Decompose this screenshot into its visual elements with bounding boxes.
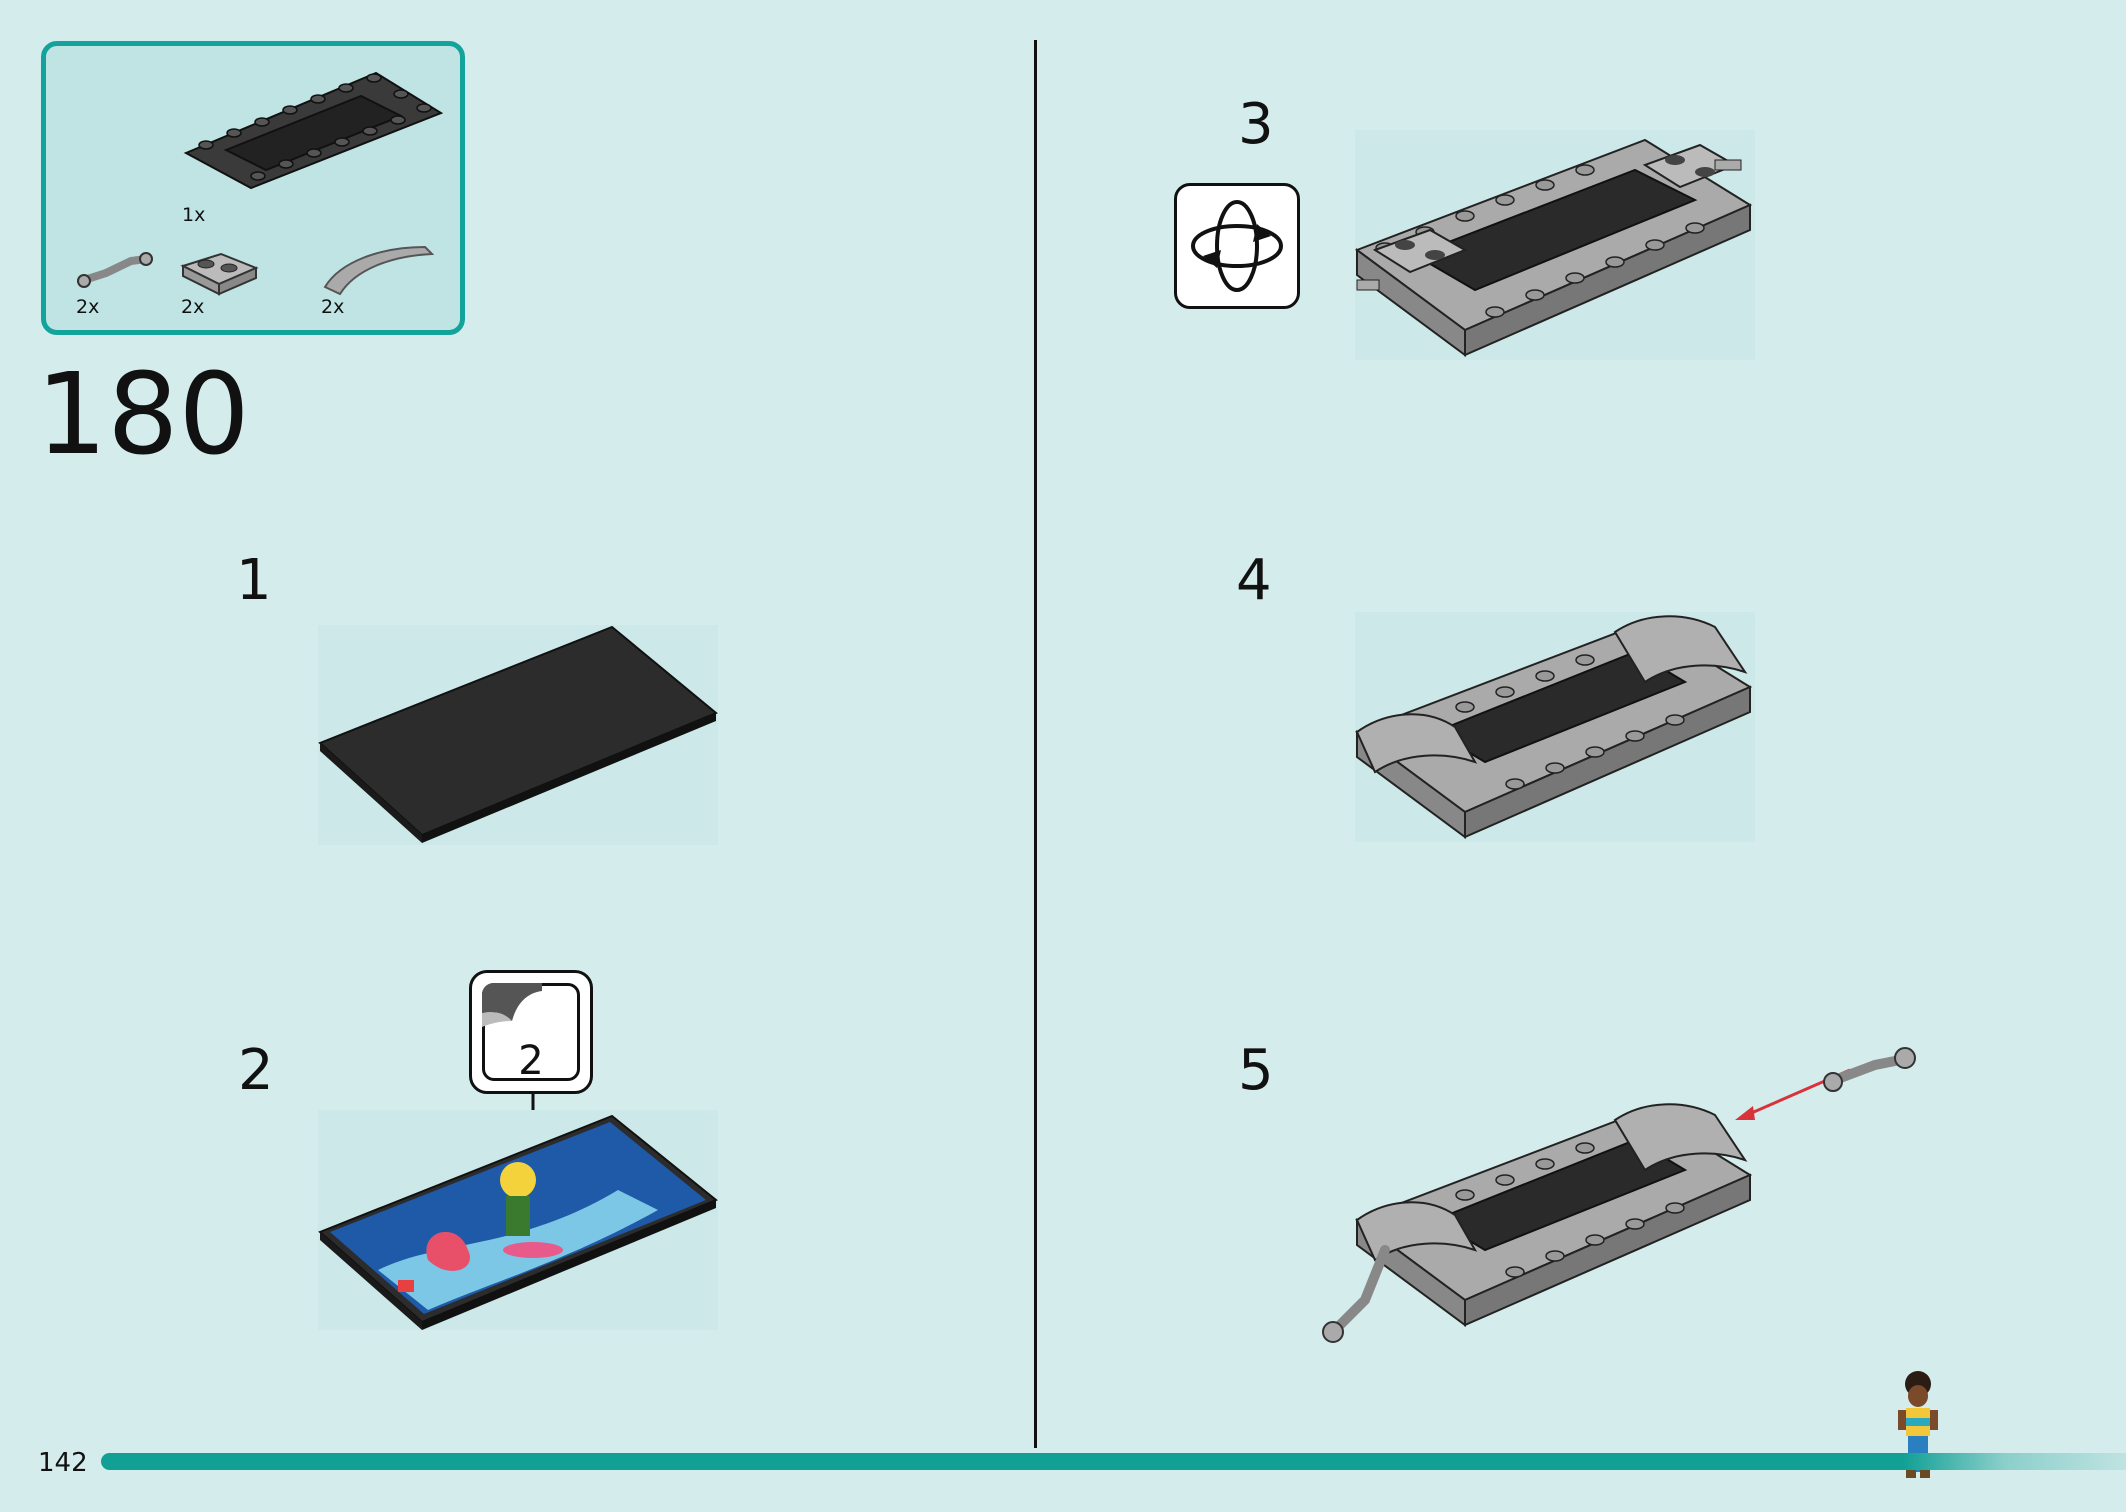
sub-step-4-label: 4 [1236,548,1272,613]
minifigure-icon [1898,1371,1938,1478]
plate-with-clips-icon [180,252,259,296]
sticker-peel-icon [482,983,542,1027]
frame-with-clip-arms-illustration [1322,1047,1916,1343]
sub-step-1-label: 1 [236,548,272,613]
frame-with-curved-slopes-illustration [1354,612,1755,842]
plate-with-clips-qty: 2x [181,296,205,318]
frame-with-clip-plates-illustration [1354,130,1755,360]
stickered-tile-illustration [318,1110,718,1330]
sub-step-5-label: 5 [1238,1038,1274,1103]
curved-slope-icon [323,245,435,296]
progress-bar [101,1453,2126,1470]
clip-arm-qty: 2x [76,296,100,318]
clip-arm-icon [77,252,153,288]
parts-list-panel: 1x 2x 2x 2x [41,41,465,335]
rotate-model-callout [1174,183,1300,309]
rotate-icon [1191,200,1283,292]
page-divider [1034,40,1037,1448]
frame-plate-icon [183,71,444,190]
page-number: 142 [38,1448,88,1478]
frame-plate-qty: 1x [182,204,206,226]
sub-step-3-label: 3 [1238,92,1274,157]
sticker-number: 2 [518,1038,544,1084]
sub-step-2-label: 2 [238,1038,274,1103]
dark-tile-illustration [318,625,718,845]
curved-slope-qty: 2x [321,296,345,318]
sticker-callout: 2 [469,970,593,1094]
step-number: 180 [36,350,250,480]
